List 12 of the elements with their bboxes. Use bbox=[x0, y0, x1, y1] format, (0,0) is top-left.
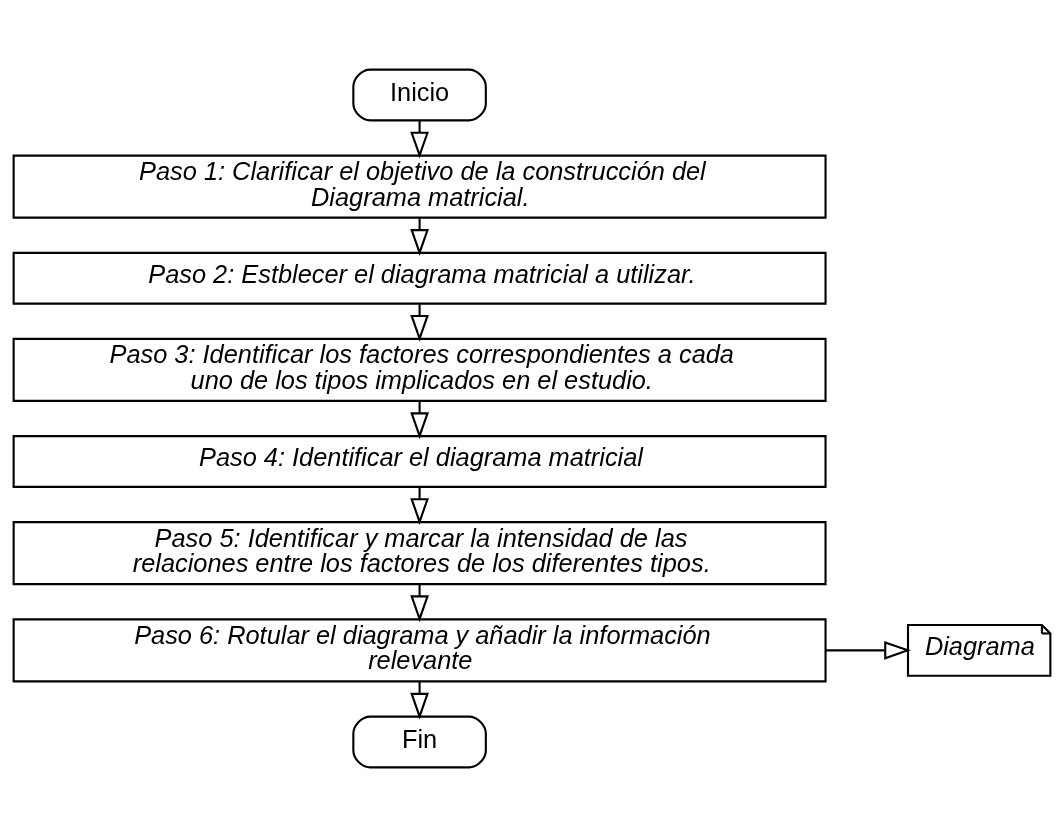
node-box: Fin bbox=[352, 715, 487, 768]
arrow bbox=[410, 120, 429, 158]
node-box: Paso 6: Rotular el diagrama y añadir la información relevante bbox=[12, 617, 827, 682]
arrow bbox=[410, 303, 429, 342]
node-box: Paso 1: Clarificar el objetivo de la construcción del Diagrama matricial. bbox=[12, 154, 827, 219]
node-box: Inicio bbox=[352, 68, 487, 121]
arrow bbox=[410, 486, 429, 525]
arrow bbox=[825, 640, 911, 660]
node-box: Paso 2: Estblecer el diagrama matricial a utilizar. bbox=[12, 251, 827, 305]
node-box: Paso 4: Identificar el diagrama matricial bbox=[12, 434, 827, 488]
node-box: Paso 5: Identificar y marcar la intensidad de las relaciones entre los factores de los diferentes tipos. bbox=[12, 520, 827, 585]
node-box: Paso 3: Identificar los factores correspondientes a cada uno de los tipos implicados en el estudio. bbox=[12, 337, 827, 402]
